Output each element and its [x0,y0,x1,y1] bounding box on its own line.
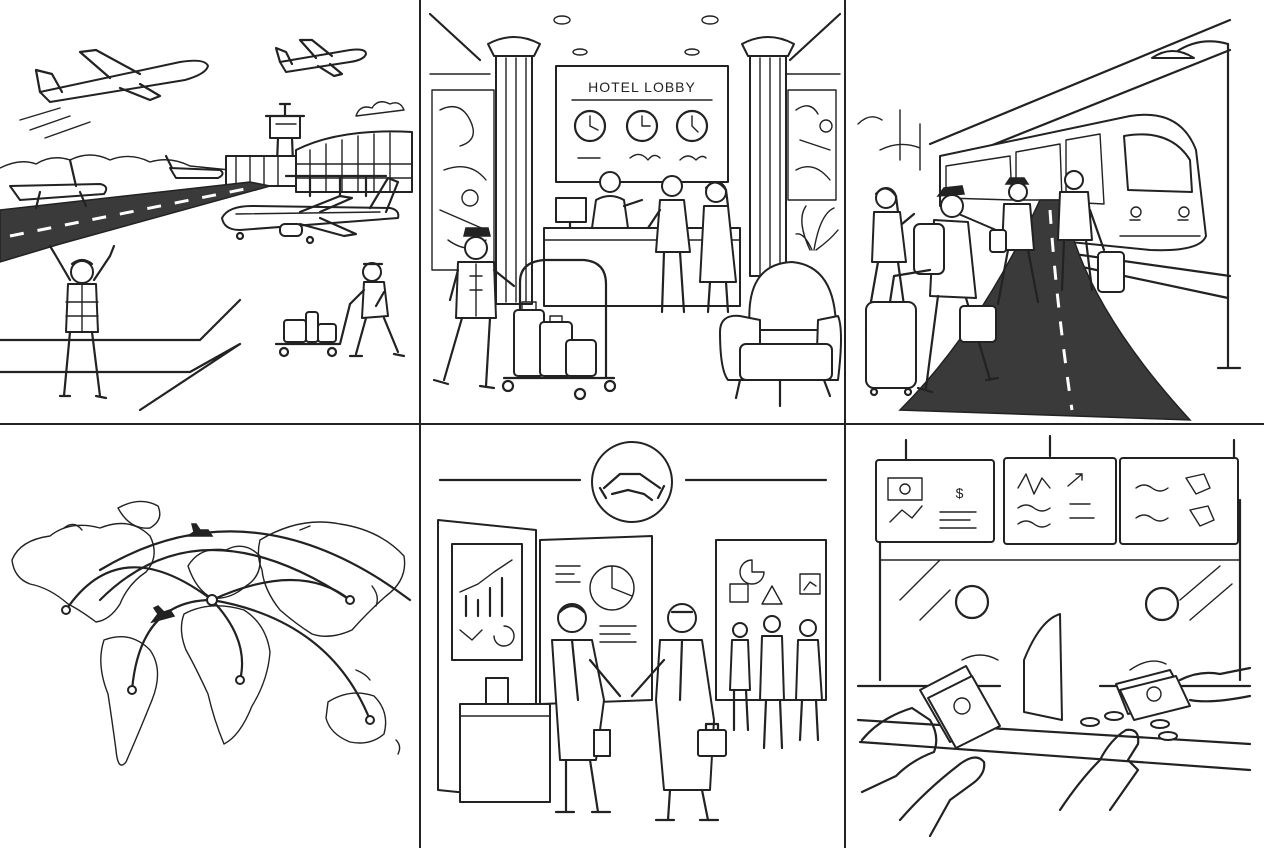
world-clock-icon [573,109,709,143]
exchange-rate-screen-tags [1119,457,1239,545]
hotel-sign-label: HOTEL LOBBY [588,79,696,95]
panel-airport [0,38,413,412]
panel-world-map [11,500,412,766]
traveler-backpack-figure [865,185,1000,397]
airplane-icon [185,523,214,537]
panel-hotel-lobby: HOTEL LOBBY [428,12,842,408]
plane-takeoff-icon [19,48,209,139]
potted-plant-icon [795,205,839,251]
teller-glass-window [879,559,1241,721]
exchange-rate-screen-cash: $ [875,459,995,543]
route-endpoints [61,594,375,725]
plane-distant-icon [274,38,367,78]
traveler-suitcase-figure [1057,170,1125,293]
plane-parked-icon [221,176,400,245]
hotel-sign: HOTEL LOBBY [555,65,729,183]
continent-africa [180,605,271,745]
exchange-rate-screen-trends [1003,457,1117,545]
ground-marshaller-figure [48,244,116,400]
traveler-hat-figure [989,177,1040,306]
guest-man-figure [646,175,691,314]
wall-art-right [787,89,837,201]
flight-routes [64,530,412,722]
hands-with-cash-right [1058,666,1252,812]
receptionist-figure [591,171,644,229]
plane-taxiing-icon [9,154,224,210]
baggage-handler-figure [274,262,406,358]
currency-symbol: $ [956,485,965,501]
cloud-icon [355,101,405,117]
continent-south-america [100,636,159,766]
coins-icon [1080,711,1178,741]
runway [0,181,271,263]
businessman-right-figure [630,603,727,822]
armchair-icon [719,261,842,408]
continent-asia [257,521,406,637]
guest-woman-figure [699,181,737,314]
handshake-badge-icon [591,441,673,523]
hands-with-cash-left [860,665,1001,838]
lamp-post-icon [1151,40,1242,370]
bellhop-figure [432,227,516,390]
column-left [487,36,541,305]
panel-business-meeting [437,441,828,822]
attendees-group [729,615,823,750]
businessman-left-figure [551,603,622,814]
continent-north-america [11,522,155,623]
luggage-cart-icon [501,258,617,401]
control-tower-icon [264,102,306,188]
column-right [741,36,795,277]
terminal-building-icon [225,130,413,198]
airplane-icon [150,605,176,624]
info-desk [459,677,551,803]
panel-train-station [857,18,1242,421]
continent-australia [325,692,387,744]
panel-currency-exchange: $ [856,434,1252,838]
traveler-woman-figure [864,187,916,332]
